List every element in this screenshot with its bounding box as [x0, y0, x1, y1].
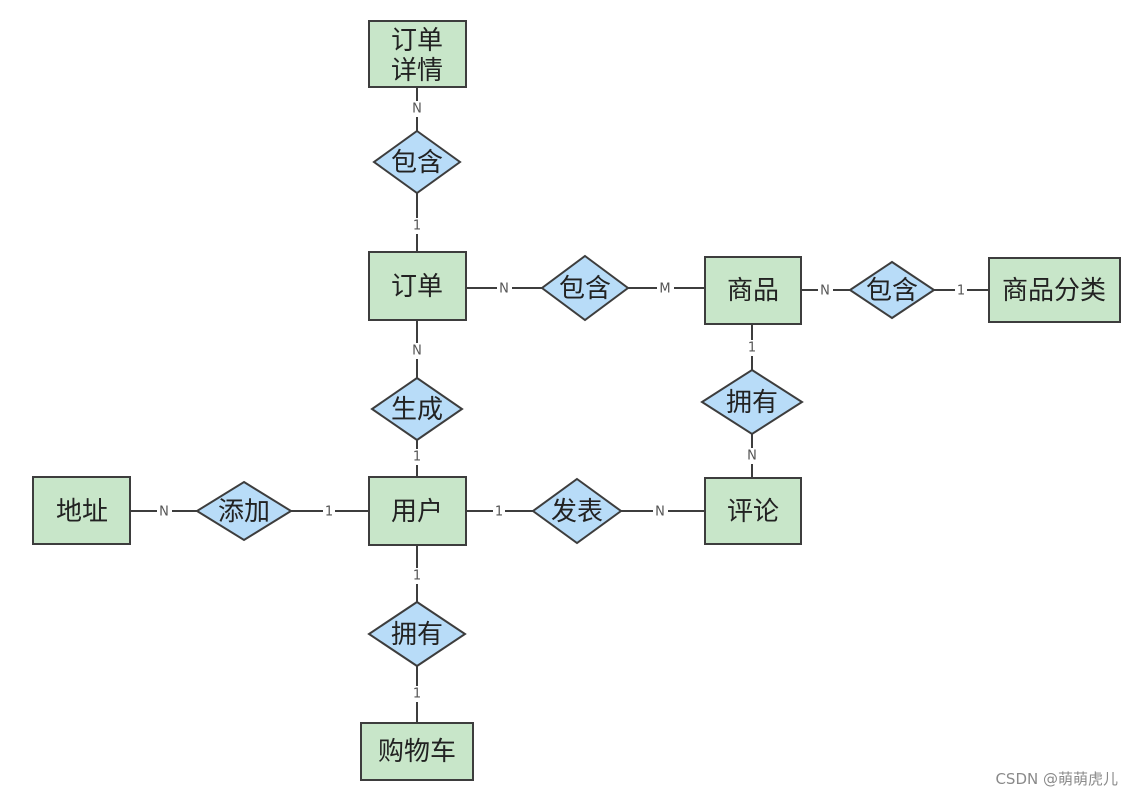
entity-label: 商品分类 [1002, 276, 1106, 306]
relationship-label: 生成 [391, 395, 443, 425]
entity-label: 地址 [56, 497, 108, 527]
entity-category: 商品分类 [988, 257, 1121, 323]
entity-cart: 购物车 [360, 722, 474, 781]
relationship-has-cart: 拥有 [367, 600, 467, 668]
cardinality-label: N [412, 344, 422, 359]
entity-label: 订单 [391, 272, 443, 302]
cardinality-label: N [159, 505, 169, 520]
relationship-publishes: 发表 [531, 477, 623, 545]
entity-user: 用户 [368, 476, 467, 546]
cardinality-label: 1 [325, 505, 333, 520]
relationship-label: 包含 [391, 148, 443, 178]
relationship-label: 发表 [551, 497, 603, 527]
cardinality-label: N [820, 284, 830, 299]
entity-address: 地址 [32, 476, 131, 545]
relationship-contains-detail: 包含 [372, 129, 462, 195]
relationship-label: 添加 [218, 497, 270, 527]
cardinality-label: 1 [748, 341, 756, 356]
entity-label: 用户 [391, 497, 443, 527]
entity-label: 评论 [727, 497, 779, 527]
relationship-contains-category: 包含 [848, 260, 936, 320]
relationship-has-comment: 拥有 [700, 368, 804, 436]
cardinality-label: N [412, 102, 422, 117]
entity-comment: 评论 [704, 477, 802, 545]
edges [130, 87, 989, 723]
cardinality-label: 1 [957, 284, 965, 299]
watermark: CSDN @萌萌虎儿 [995, 770, 1118, 788]
relationship-label: 包含 [866, 276, 918, 306]
entity-label: 购物车 [378, 737, 456, 767]
cardinality-label: 1 [413, 450, 421, 465]
cardinalities: N 1 N M N 1 N 1 1 N N 1 1 N 1 1 [157, 101, 967, 702]
relationships: 包含 包含 包含 生成 拥有 添加 发表 拥有 [195, 129, 936, 668]
cardinality-label: N [655, 505, 665, 520]
entity-label-line: 订单 [391, 26, 443, 56]
relationship-label: 拥有 [726, 388, 778, 418]
entity-product: 商品 [704, 256, 802, 325]
relationship-label: 包含 [559, 274, 611, 304]
relationship-contains-product: 包含 [540, 254, 630, 322]
entities: 订单 详情 订单 商品 商品分类 地址 用户 评论 购物车 [32, 20, 1121, 781]
relationship-label: 拥有 [391, 620, 443, 650]
cardinality-label: 1 [413, 687, 421, 702]
entity-order: 订单 [368, 251, 467, 321]
cardinality-label: N [499, 282, 509, 297]
cardinality-label: 1 [495, 505, 503, 520]
entity-label: 商品 [727, 276, 779, 306]
cardinality-label: 1 [413, 569, 421, 584]
cardinality-label: M [659, 282, 670, 297]
relationship-adds: 添加 [195, 480, 293, 542]
cardinality-label: 1 [413, 219, 421, 234]
entity-label-line: 详情 [391, 56, 443, 86]
entity-order-detail: 订单 详情 [368, 20, 467, 88]
relationship-generates: 生成 [370, 376, 464, 442]
cardinality-label: N [747, 449, 757, 464]
